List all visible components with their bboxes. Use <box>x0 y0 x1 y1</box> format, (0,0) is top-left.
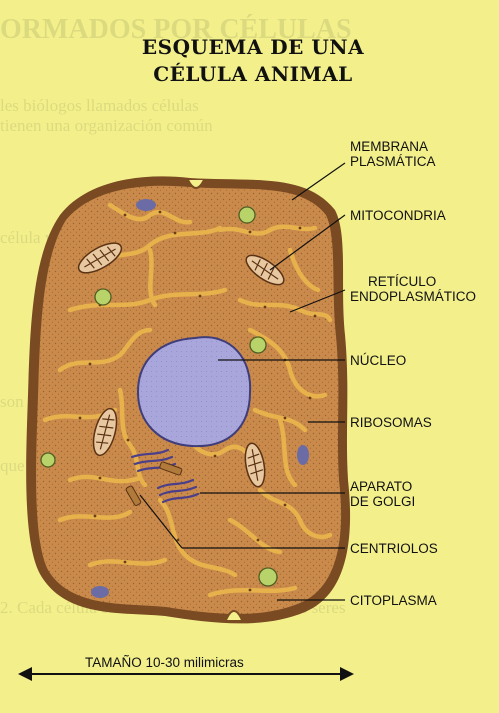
green-vesicle <box>41 453 55 467</box>
blue-vesicle <box>297 445 309 465</box>
label-nucleo: NÚCLEO <box>350 353 406 368</box>
label-membrana-line2: PLASMÁTICA <box>350 154 436 169</box>
label-ribosomas: RIBOSOMAS <box>350 415 432 430</box>
label-membrana-line1: MEMBRANA <box>350 139 436 154</box>
label-membrana-plasmatica: MEMBRANA PLASMÁTICA <box>350 139 436 169</box>
blue-vesicle <box>136 199 156 211</box>
green-vesicle <box>250 337 266 353</box>
label-centriolos: CENTRIOLOS <box>350 541 438 556</box>
nucleus <box>138 337 250 446</box>
label-golgi-line2: DE GOLGI <box>350 494 415 509</box>
leader-membrana <box>292 163 345 200</box>
label-reticulo-endoplasmatico: RETÍCULO ENDOPLASMÁTICO <box>350 274 476 304</box>
label-mitocondria: MITOCONDRIA <box>350 208 446 223</box>
green-vesicle <box>95 289 111 305</box>
blue-vesicle <box>91 586 109 598</box>
label-golgi-line1: APARATO <box>350 479 415 494</box>
size-label: TAMAÑO 10-30 milimicras <box>85 655 244 670</box>
label-reticulo-line2: ENDOPLASMÁTICO <box>350 289 476 304</box>
label-aparato-golgi: APARATO DE GOLGI <box>350 479 415 509</box>
green-vesicle <box>239 207 255 223</box>
green-vesicle <box>259 568 277 586</box>
label-reticulo-line1: RETÍCULO <box>350 274 476 289</box>
label-citoplasma: CITOPLASMA <box>350 593 437 608</box>
